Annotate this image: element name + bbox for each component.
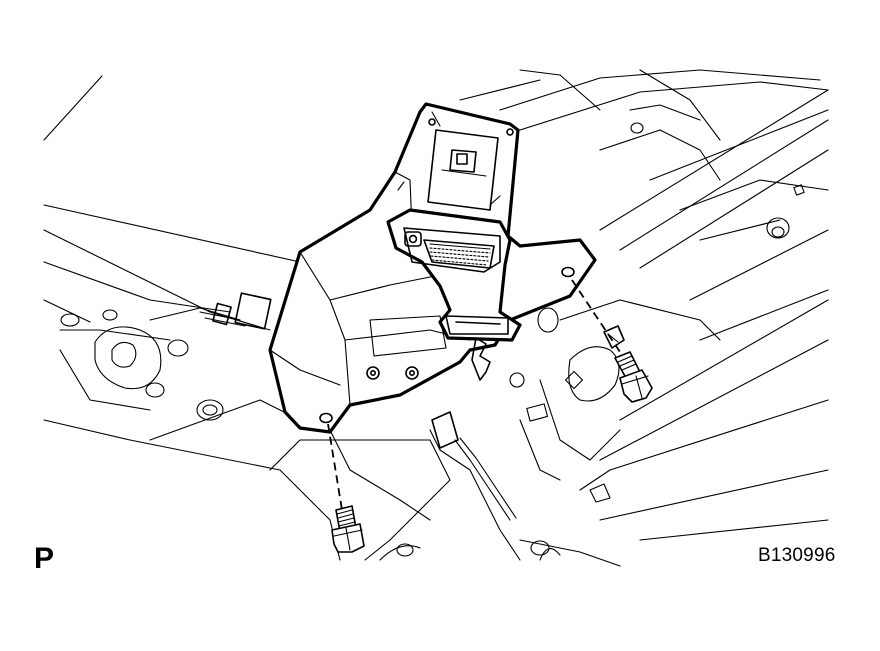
- webbing-texture: [429, 243, 491, 266]
- wire-harness: [199, 292, 517, 521]
- body-panel-lines: [43, 69, 829, 567]
- view-label: P: [34, 542, 55, 575]
- seat-belt-webbing: [386, 208, 522, 381]
- mount-clip: [603, 325, 625, 349]
- bolt-icon: [331, 505, 365, 553]
- panel-holes: [60, 122, 805, 557]
- figure-code: B130996: [758, 545, 836, 566]
- bolt-icon: [614, 351, 653, 403]
